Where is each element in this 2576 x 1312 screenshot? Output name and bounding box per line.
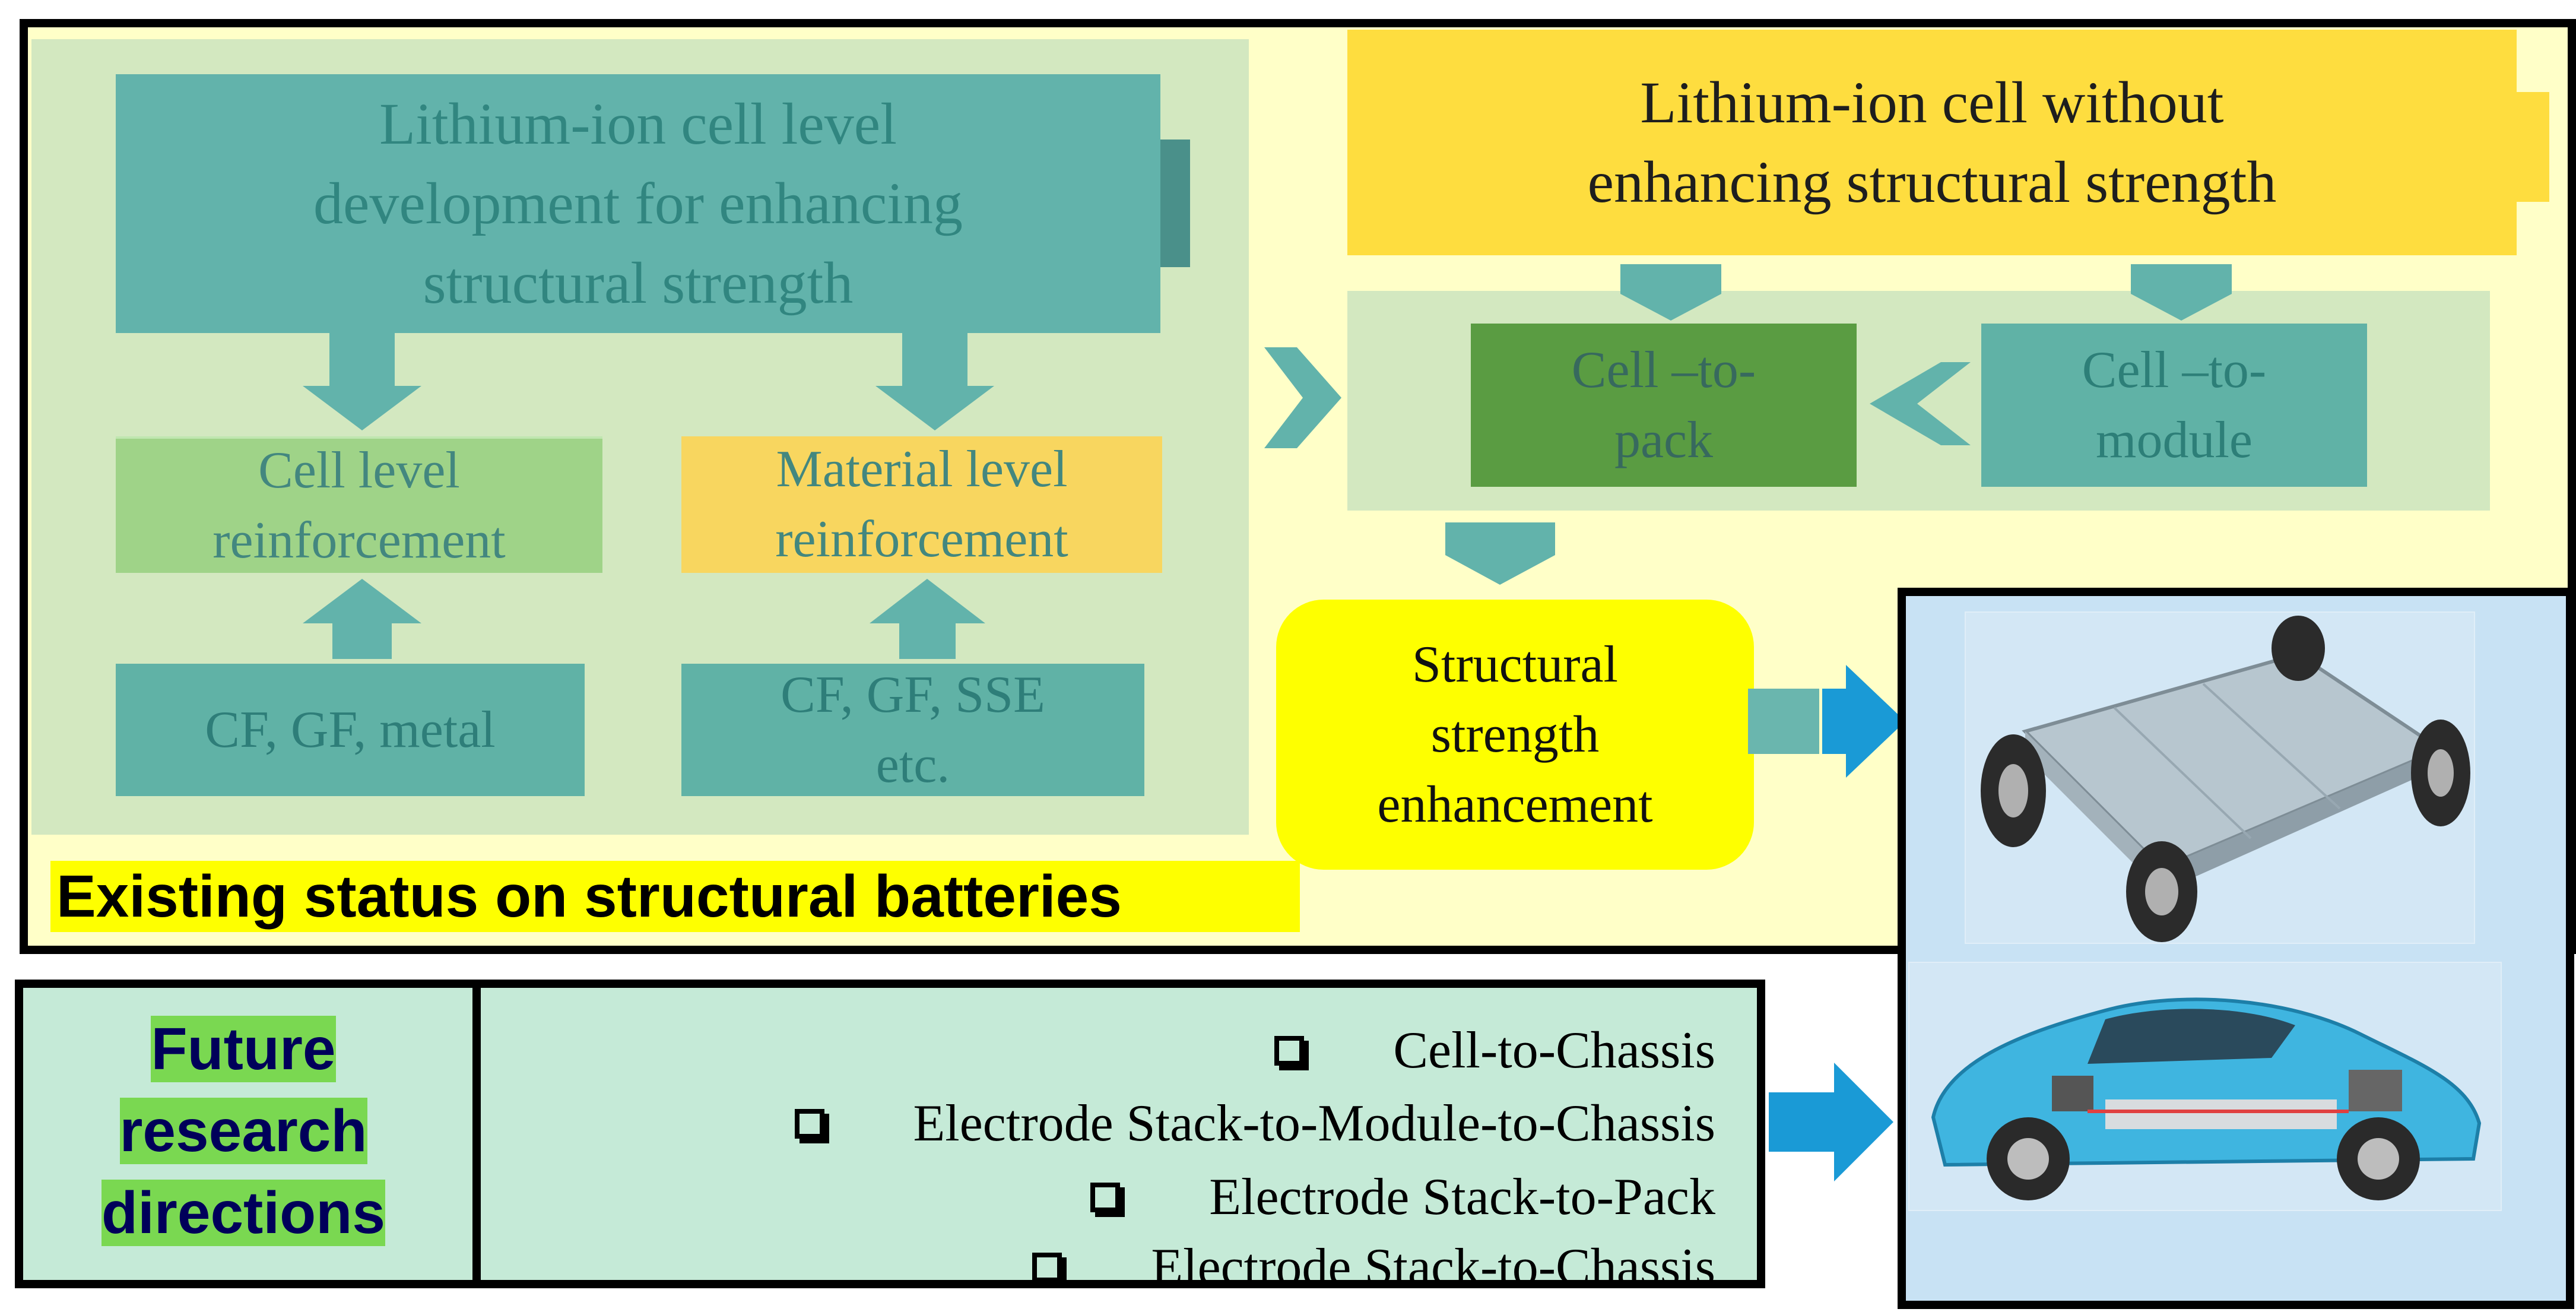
without-enhancing-box: Lithium-ion cell without enhancing struc… [1347,30,2517,255]
list-item: Electrode Stack-to-Pack [1090,1167,1715,1227]
checkbox-icon [1032,1252,1062,1282]
material-level-reinforcement-box: Material level reinforcement [681,436,1162,573]
list-item: Electrode Stack-to-Module-to-Chassis [794,1094,1715,1153]
checkbox-icon [794,1108,824,1139]
list-item-label: Electrode Stack-to-Pack [1209,1168,1715,1226]
cf-gf-sse-box: CF, GF, SSE etc. [681,664,1144,796]
structural-strength-box: Structural strength enhancement [1276,600,1754,870]
cell-level-development-box: Lithium-ion cell level development for e… [116,74,1160,333]
without-enhancing-tab [2517,92,2549,202]
cell-to-module-box: Cell –to- module [1981,324,2367,487]
arrow-right-icon [1822,665,1905,778]
list-item-label: Electrode Stack-to-Chassis [1151,1238,1715,1296]
chevron-down-icon [1445,522,1555,585]
arrow-down-icon [303,332,421,430]
checkbox-icon [1274,1035,1305,1066]
chevron-left-icon [1870,362,1971,445]
future-label-line: directions [101,1180,385,1246]
arrow-up-icon [303,579,421,659]
ev-skateboard-chassis-image [1965,611,2475,944]
arrow-right-icon [1769,1063,1893,1181]
arrow-down-icon [875,332,994,430]
list-item-label: Cell-to-Chassis [1393,1022,1715,1079]
list-item: Cell-to-Chassis [1274,1021,1715,1080]
list-item: Electrode Stack-to-Chassis [1032,1237,1715,1297]
future-label-line: research [119,1098,367,1164]
cell-level-development-tab [1160,140,1190,267]
future-directions-list: Cell-to-Chassis Electrode Stack-to-Modul… [472,980,1765,1296]
chevron-down-icon [1620,264,1721,321]
cf-gf-metal-box: CF, GF, metal [116,664,585,796]
chevron-right-icon [1264,347,1341,448]
future-label-line: Future [151,1016,336,1082]
status-label: Existing status on structural batteries [50,861,1300,932]
arrow-up-icon [870,579,985,659]
chevron-down-icon [2131,264,2232,321]
ev-car-cutaway-image [1908,962,2502,1211]
cell-level-reinforcement-box: Cell level reinforcement [116,436,602,573]
cell-to-pack-box: Cell –to- pack [1471,324,1857,487]
checkbox-icon [1090,1182,1121,1212]
future-research-label: Future research directions [86,1016,401,1246]
list-item-label: Electrode Stack-to-Module-to-Chassis [913,1095,1715,1152]
connector-block [1748,689,1819,754]
